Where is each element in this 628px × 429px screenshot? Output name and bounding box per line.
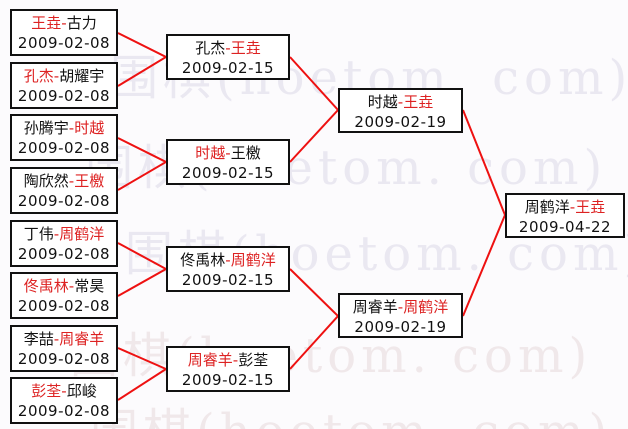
dash-separator: - — [225, 251, 231, 269]
player-name: 时越 — [74, 119, 105, 137]
match-players: 时越-王檄 — [168, 143, 288, 163]
match-date: 2009-04-22 — [518, 218, 612, 236]
match-players: 佟禹林-常昊 — [12, 276, 116, 296]
match-players: 彭荃-邱峻 — [12, 381, 116, 401]
match-date: 2009-02-08 — [17, 34, 111, 52]
match-box-r1-2: 孔杰-胡耀宇 2009-02-08 — [10, 62, 118, 109]
match-date: 2009-02-08 — [17, 139, 111, 157]
connector-line — [117, 242, 169, 297]
match-box-r2-4: 周睿羊-彭荃 2009-02-15 — [166, 346, 290, 392]
connector-line — [117, 347, 169, 401]
player-name: 周睿羊 — [187, 351, 233, 369]
match-date: 2009-02-08 — [17, 245, 111, 263]
dash-separator: - — [53, 225, 60, 243]
match-date: 2009-02-19 — [354, 318, 447, 336]
match-date: 2009-02-19 — [354, 113, 447, 131]
player-name: 周睿羊 — [59, 330, 105, 348]
player-name: 陶欣然 — [23, 172, 69, 190]
match-players: 周睿羊-彭荃 — [168, 350, 288, 370]
player-name: 时越 — [195, 144, 226, 162]
dash-separator: - — [68, 119, 75, 137]
player-name: 王垚 — [31, 14, 62, 32]
match-players: 孙腾宇-时越 — [12, 118, 116, 138]
player-name: 周鹤洋 — [524, 198, 570, 216]
match-box-r2-1: 孔杰-王垚 2009-02-15 — [166, 34, 290, 80]
match-box-r1-1: 王垚-古力 2009-02-08 — [10, 9, 118, 56]
player-name: 彭荃 — [31, 382, 62, 400]
match-box-final: 周鹤洋-王垚 2009-04-22 — [505, 193, 625, 238]
player-name: 周鹤洋 — [403, 298, 449, 316]
match-players: 时越-王垚 — [340, 92, 461, 112]
player-name: 时越 — [367, 93, 398, 111]
dash-separator: - — [61, 14, 67, 32]
dash-separator: - — [232, 351, 239, 369]
dash-separator: - — [397, 93, 404, 111]
match-players: 孔杰-王垚 — [168, 38, 288, 58]
dash-separator: - — [68, 277, 75, 295]
player-name: 胡耀宇 — [59, 67, 105, 85]
player-name: 古力 — [66, 14, 97, 32]
match-players: 周睿羊-周鹤洋 — [340, 297, 461, 317]
match-date: 2009-02-08 — [17, 402, 111, 420]
match-box-sf-1: 时越-王垚 2009-02-19 — [338, 88, 463, 133]
dash-separator: - — [53, 330, 60, 348]
match-players: 陶欣然-王檄 — [12, 171, 116, 191]
connector-line — [462, 109, 507, 317]
match-date: 2009-02-15 — [181, 164, 275, 182]
match-date: 2009-02-15 — [181, 371, 275, 389]
dash-separator: - — [61, 382, 67, 400]
player-name: 王垚 — [575, 198, 606, 216]
player-name: 王檄 — [230, 144, 261, 162]
match-players: 孔杰-胡耀宇 — [12, 66, 116, 86]
player-name: 佟禹林 — [23, 277, 69, 295]
player-name: 周鹤洋 — [59, 225, 105, 243]
match-box-r1-3: 孙腾宇-时越 2009-02-08 — [10, 114, 118, 161]
dash-separator: - — [397, 298, 404, 316]
match-box-r1-4: 陶欣然-王檄 2009-02-08 — [10, 167, 118, 214]
match-date: 2009-02-08 — [17, 87, 111, 105]
player-name: 彭荃 — [238, 351, 269, 369]
player-name: 孙腾宇 — [23, 119, 69, 137]
connector-line — [289, 56, 340, 163]
player-name: 邱峻 — [66, 382, 97, 400]
player-name: 丁伟 — [23, 225, 54, 243]
dash-separator: - — [53, 67, 60, 85]
match-players: 佟禹林-周鹤洋 — [168, 250, 288, 270]
dash-separator: - — [225, 144, 231, 162]
match-date: 2009-02-15 — [181, 59, 275, 77]
connector-line — [289, 268, 340, 370]
match-box-r1-5: 丁伟-周鹤洋 2009-02-08 — [10, 220, 118, 267]
match-box-r1-7: 李喆-周睿羊 2009-02-08 — [10, 325, 118, 372]
dash-separator: - — [68, 172, 75, 190]
match-date: 2009-02-08 — [17, 350, 111, 368]
dash-separator: - — [569, 198, 576, 216]
match-date: 2009-02-08 — [17, 297, 111, 315]
player-name: 王檄 — [74, 172, 105, 190]
player-name: 王垚 — [403, 93, 434, 111]
match-players: 丁伟-周鹤洋 — [12, 224, 116, 244]
match-box-r2-2: 时越-王檄 2009-02-15 — [166, 139, 290, 185]
dash-separator: - — [225, 39, 231, 57]
player-name: 周睿羊 — [352, 298, 398, 316]
match-players: 王垚-古力 — [12, 13, 116, 33]
connector-line — [117, 137, 169, 191]
match-date: 2009-02-08 — [17, 192, 111, 210]
match-date: 2009-02-15 — [181, 271, 275, 289]
player-name: 佟禹林 — [180, 251, 226, 269]
match-players: 周鹤洋-王垚 — [507, 197, 623, 217]
match-box-r2-3: 佟禹林-周鹤洋 2009-02-15 — [166, 246, 290, 292]
match-players: 李喆-周睿羊 — [12, 329, 116, 349]
match-box-r1-8: 彭荃-邱峻 2009-02-08 — [10, 377, 118, 424]
watermark-text: 围棋(hoetom. com) — [90, 392, 612, 429]
player-name: 常昊 — [74, 277, 105, 295]
player-name: 周鹤洋 — [230, 251, 276, 269]
player-name: 王垚 — [230, 39, 261, 57]
player-name: 李喆 — [23, 330, 54, 348]
connector-line — [117, 32, 169, 87]
match-box-r1-6: 佟禹林-常昊 2009-02-08 — [10, 272, 118, 319]
match-box-sf-2: 周睿羊-周鹤洋 2009-02-19 — [338, 293, 463, 338]
player-name: 孔杰 — [23, 67, 54, 85]
player-name: 孔杰 — [195, 39, 226, 57]
